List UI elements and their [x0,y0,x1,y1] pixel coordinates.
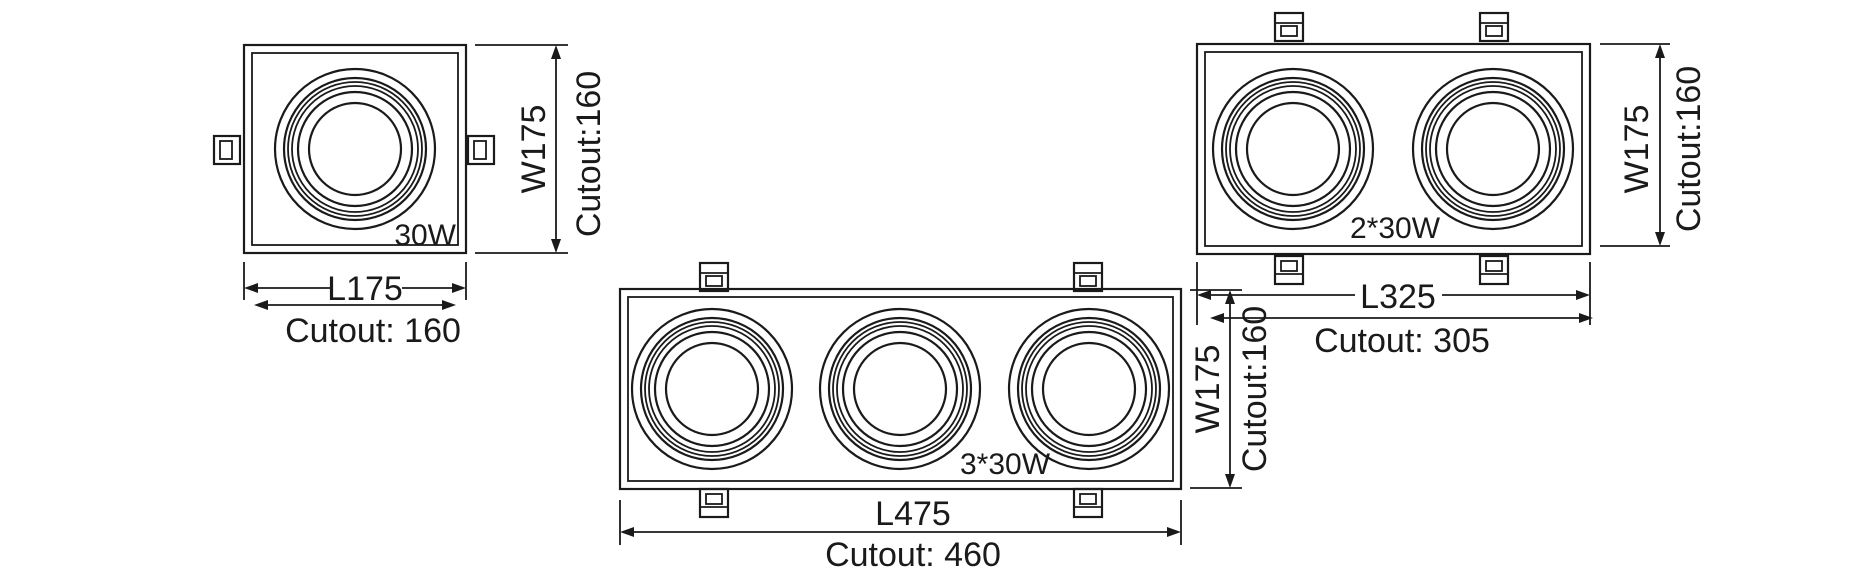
triple-length-label: L475 [875,495,951,533]
double-length-label: L325 [1360,278,1436,316]
single-inner-frame [251,52,459,246]
double-lamp-1 [1211,67,1375,231]
triple-power-label: 3*30W [960,448,1051,481]
triple-lamp-2 [818,307,982,471]
fixture-single: 30W W175 Cutout:160 L175 Cutout: 160 [212,43,608,350]
triple-inner-frame [627,296,1174,482]
triple-lamp-1 [630,307,794,471]
triple-cutout-width-label: Cutout:160 [1236,306,1274,472]
single-outer-frame [242,43,468,255]
double-clip-bottom-right [1478,254,1510,286]
double-inner-frame [1204,51,1583,247]
double-clip-top-left [1273,11,1305,43]
fixture-triple: 3*30W W175 Cutout:160 L475 Cutout: 460 [618,261,1274,574]
single-side-clip-left [212,134,242,166]
double-width-label: W175 [1618,105,1656,194]
double-clip-bottom-left [1273,254,1305,286]
double-lamp-2 [1411,67,1575,231]
triple-outer-frame [618,287,1183,491]
triple-clip-bottom-right [1072,487,1104,519]
single-lamp [273,67,437,231]
single-power-label: 30W [394,219,456,252]
double-outer-frame [1195,42,1592,256]
triple-clip-bottom-left [698,487,730,519]
single-side-clip-right [466,134,496,166]
fixture-double: 2*30W W175 Cutout:160 L325 Cutout: 305 [1195,11,1708,360]
single-width-label: W175 [515,105,553,194]
double-power-label: 2*30W [1350,212,1441,245]
triple-cutout-length-label: Cutout: 460 [825,536,1001,574]
triple-lamp-3 [1007,307,1171,471]
single-cutout-width-label: Cutout:160 [570,71,608,237]
triple-clip-top-left [698,261,730,293]
triple-clip-top-right [1072,261,1104,293]
double-cutout-width-label: Cutout:160 [1670,66,1708,232]
double-cutout-length-label: Cutout: 305 [1314,322,1490,360]
single-cutout-length-label: Cutout: 160 [285,312,461,350]
triple-width-label: W175 [1189,345,1227,434]
single-length-label: L175 [327,270,403,308]
double-clip-top-right [1478,11,1510,43]
